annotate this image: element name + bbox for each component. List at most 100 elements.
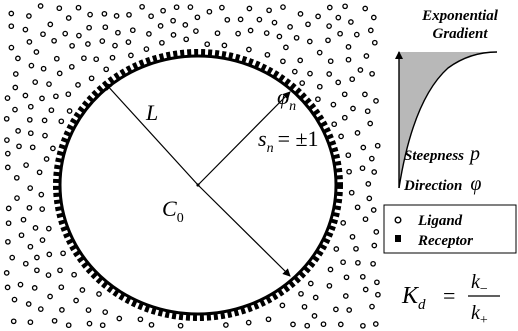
ligand-dot (335, 14, 342, 21)
ligand-dot (247, 27, 254, 34)
ligand-dot (137, 316, 144, 323)
ligand-dot (345, 152, 352, 159)
ligand-dot (362, 91, 368, 98)
ligand-dot (170, 32, 177, 38)
ligand-dot (193, 28, 199, 34)
ligand-dot (5, 205, 12, 212)
ligand-dot (326, 282, 333, 289)
ligand-dot (316, 49, 323, 56)
ligand-dot (337, 321, 344, 328)
ligand-dot (331, 121, 338, 128)
ligand-dot (320, 321, 327, 328)
ligand-dot (101, 10, 108, 17)
ligand-dot (298, 290, 304, 297)
ligand-dot (315, 96, 321, 103)
ligand-dot (41, 117, 48, 124)
ligand-dot (4, 284, 11, 291)
ligand-dot (293, 34, 300, 41)
ligand-dot (87, 11, 93, 18)
ligand-dot (139, 3, 145, 10)
ligand-dot (353, 31, 360, 38)
ligand-dot (8, 23, 15, 30)
ligand-dot (60, 250, 66, 257)
ligand-dot (26, 116, 33, 123)
ligand-dot (103, 66, 110, 73)
ligand-dot (369, 70, 375, 77)
ligand-dot (27, 185, 34, 191)
ligand-dot (32, 79, 39, 85)
ligand-dot (4, 137, 10, 143)
ligand-dot (311, 313, 318, 319)
ligand-dot (283, 44, 289, 51)
ligand-dot (342, 293, 349, 299)
ligand-dot (75, 82, 81, 88)
ligand-dot (219, 4, 225, 11)
ligand-dot (280, 4, 286, 10)
ligand-dot (59, 307, 65, 313)
ligand-dot (112, 42, 118, 49)
ligand-dot (126, 11, 132, 18)
ligand-dot (271, 19, 278, 26)
ligand-dot (12, 71, 19, 77)
radius-label: L (145, 100, 158, 125)
ligand-dot (357, 67, 364, 73)
ligand-dot (86, 320, 93, 327)
ligand-dot (291, 68, 298, 75)
center-label: C0 (162, 196, 184, 226)
ligand-dot (362, 286, 369, 293)
ligand-dot (12, 106, 18, 113)
gradient-title-line1: Exponential (421, 8, 499, 24)
ligand-dot (343, 274, 350, 281)
ligand-dot (34, 254, 40, 261)
ligand-dot (246, 5, 253, 12)
ligand-dot (307, 280, 314, 287)
ligand-dot (371, 39, 378, 46)
ligand-dot (93, 56, 100, 63)
ligand-dot (85, 41, 91, 47)
ligand-dot (3, 270, 10, 276)
ligand-dot (102, 24, 109, 31)
ligand-dot (148, 13, 154, 20)
gradient-title-line2: Gradient (432, 26, 488, 42)
kd-formula: Kd = k− k+ (401, 271, 500, 328)
ligand-dot (276, 33, 283, 40)
ligand-dot (25, 301, 32, 307)
ligand-dot (143, 46, 150, 52)
receptor-legend-label: Receptor (417, 233, 473, 249)
ligand-dot (354, 130, 361, 136)
ligand-dot (71, 271, 77, 278)
ligand-dot (113, 13, 120, 19)
ligand-dot (146, 31, 152, 37)
ligand-dot (75, 4, 82, 11)
ligand-legend-label: Ligand (417, 213, 463, 229)
ligand-dot (338, 133, 344, 140)
ligand-dot (224, 16, 231, 23)
ligand-dot (297, 11, 304, 17)
kd-denominator: k+ (471, 302, 488, 328)
ligand-dot (350, 105, 356, 112)
ligand-dot (374, 279, 380, 286)
ligand-dot (304, 322, 311, 329)
ligand-dot (56, 70, 63, 77)
ligand-dot (301, 303, 308, 310)
ligand-dot (340, 220, 347, 226)
state-label: sn= ±1 (258, 126, 319, 156)
legend-box (383, 204, 517, 254)
ligand-dot (27, 130, 34, 137)
ligand-dot (346, 168, 352, 175)
ligand-dot (337, 30, 343, 37)
ligand-dot (348, 19, 354, 25)
ligand-dot (53, 93, 59, 100)
ligand-dot (362, 216, 369, 223)
ligand-dot (312, 294, 319, 301)
ligand-dot (37, 3, 44, 9)
ligand-dot (341, 91, 348, 98)
ligand-dot (327, 58, 334, 65)
ligand-dot (22, 92, 29, 99)
ligand-dot (360, 144, 367, 151)
ligand-dot (99, 38, 106, 44)
ligand-dot (346, 307, 353, 313)
ligand-dot (58, 118, 65, 125)
